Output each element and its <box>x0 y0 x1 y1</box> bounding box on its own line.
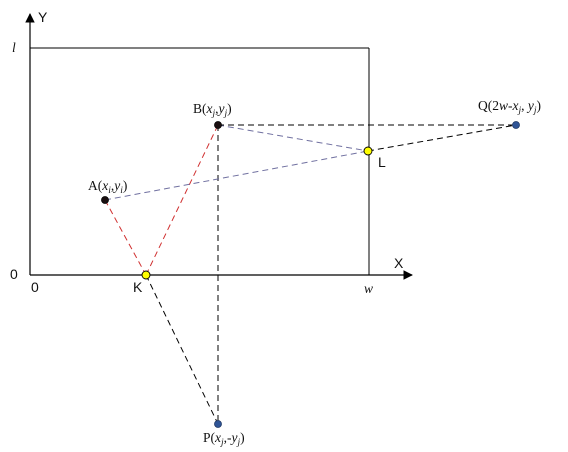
label-l: L <box>378 154 386 170</box>
line-k-b <box>145 124 219 276</box>
label-a: A(xi,yi) <box>88 178 127 196</box>
point-a <box>101 196 109 204</box>
label-p: P(xj,-yj) <box>203 430 245 448</box>
point-b <box>214 121 222 129</box>
line-k-p <box>145 274 219 425</box>
point-p <box>214 420 222 428</box>
y-axis-label: Y <box>38 9 48 25</box>
label-b: B(xj,yj) <box>193 101 232 119</box>
label-k: K <box>133 279 143 295</box>
point-l <box>363 146 373 156</box>
origin-x-label: 0 <box>31 279 39 295</box>
x-max-label: w <box>364 281 373 296</box>
point-q <box>512 121 520 129</box>
origin-y-label: 0 <box>10 266 18 282</box>
point-k <box>141 270 151 280</box>
line-l-q <box>367 124 517 152</box>
label-q: Q(2w-xj, yj) <box>478 98 541 116</box>
y-max-label: l <box>12 40 16 55</box>
x-axis-label: X <box>394 255 404 271</box>
line-b-l <box>217 124 369 152</box>
line-a-k <box>104 199 147 276</box>
line-a-l <box>104 150 369 201</box>
